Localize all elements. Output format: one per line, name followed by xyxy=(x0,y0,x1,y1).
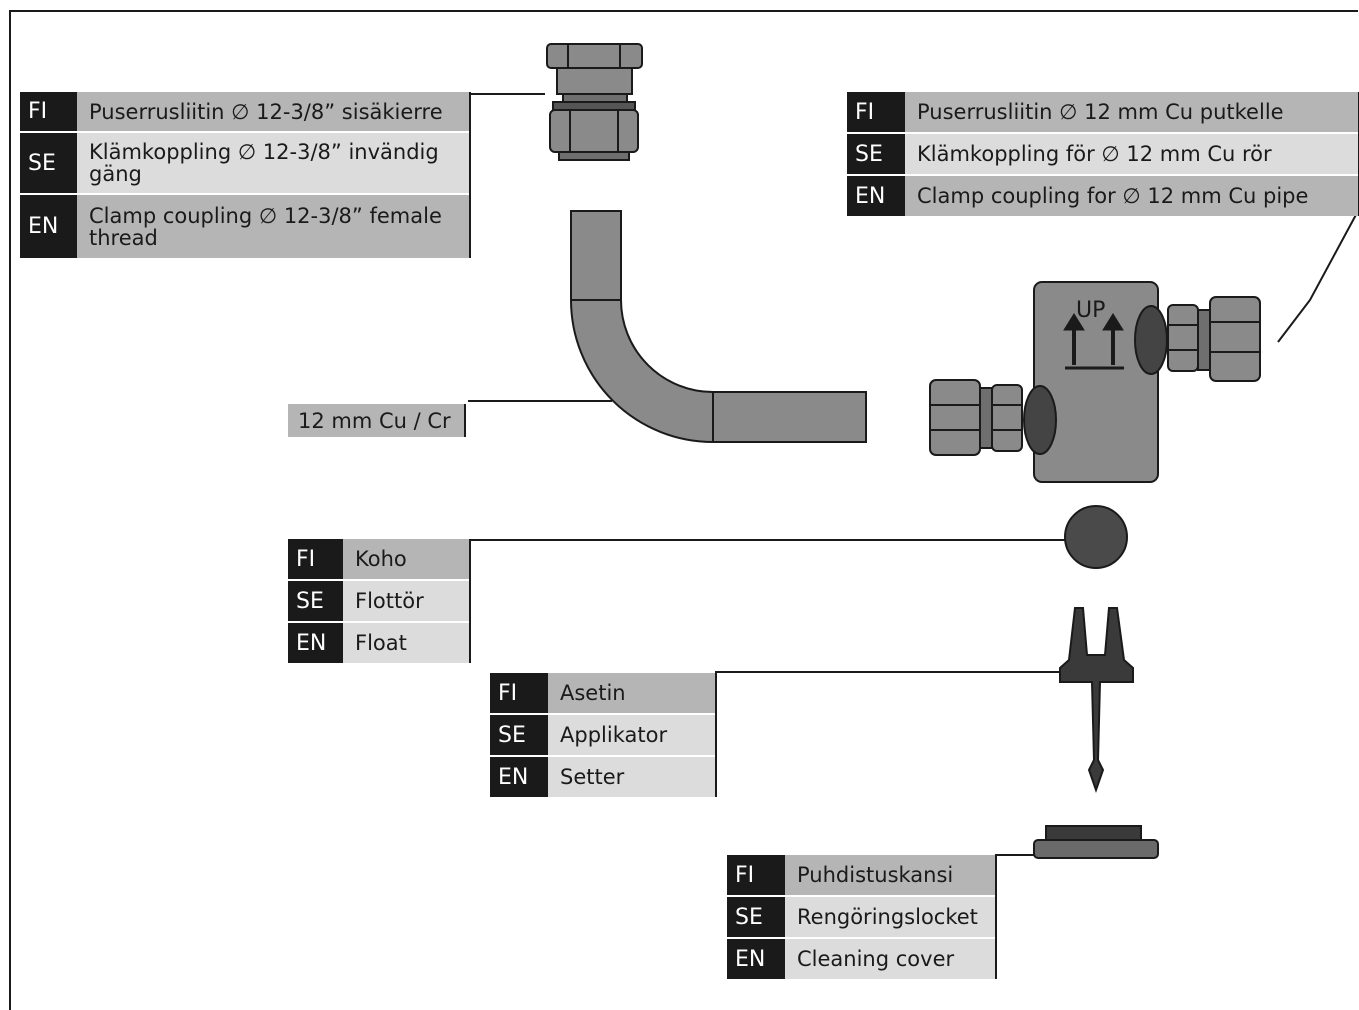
label-text: Cleaning cover xyxy=(785,939,995,979)
label-text: Puserrusliitin ∅ 12-3/8” sisäkierre xyxy=(77,92,469,131)
float-ball xyxy=(1064,505,1128,569)
female-thread-coupling xyxy=(546,43,643,161)
leader-top-right xyxy=(1277,210,1359,343)
lang-code: SE xyxy=(20,133,77,193)
label-text: Klämkoppling för ∅ 12 mm Cu rör xyxy=(905,134,1358,174)
lang-code: EN xyxy=(288,623,343,663)
lang-code: SE xyxy=(288,581,343,621)
label-text: Flottör xyxy=(343,581,469,621)
cleaning-cover xyxy=(1033,825,1159,859)
copper-pipe xyxy=(570,210,867,443)
diagram-frame xyxy=(9,10,1358,1010)
label-text: Koho xyxy=(343,539,469,579)
pipe-label: 12 mm Cu / Cr xyxy=(288,404,466,437)
label-text: Puserrusliitin ∅ 12 mm Cu putkelle xyxy=(905,92,1358,132)
lang-code: EN xyxy=(727,939,785,979)
label-text: Asetin xyxy=(548,673,715,713)
label-text: Klämkoppling ∅ 12-3/8” invändig gäng xyxy=(77,133,469,193)
setter-tool xyxy=(1059,607,1134,794)
valve-housing xyxy=(929,281,1261,483)
lang-code: FI xyxy=(20,92,77,131)
label-text: Setter xyxy=(548,757,715,797)
lang-code: EN xyxy=(20,195,77,258)
lang-code: EN xyxy=(847,176,905,216)
lang-code: FI xyxy=(847,92,905,132)
lang-code: SE xyxy=(490,715,548,755)
label-text: Rengöringslocket xyxy=(785,897,995,937)
lang-code: SE xyxy=(847,134,905,174)
label-text: Clamp coupling ∅ 12-3/8” female thread xyxy=(77,195,469,258)
up-mark: UP xyxy=(1076,298,1106,323)
lang-code: EN xyxy=(490,757,548,797)
lang-code: FI xyxy=(727,855,785,895)
label-text: Float xyxy=(343,623,469,663)
label-text: Clamp coupling for ∅ 12 mm Cu pipe xyxy=(905,176,1358,216)
label-text: Puhdistuskansi xyxy=(785,855,995,895)
lang-code: FI xyxy=(490,673,548,713)
lang-code: FI xyxy=(288,539,343,579)
lang-code: SE xyxy=(727,897,785,937)
label-text: Applikator xyxy=(548,715,715,755)
up-arrow-icon xyxy=(1063,313,1124,370)
